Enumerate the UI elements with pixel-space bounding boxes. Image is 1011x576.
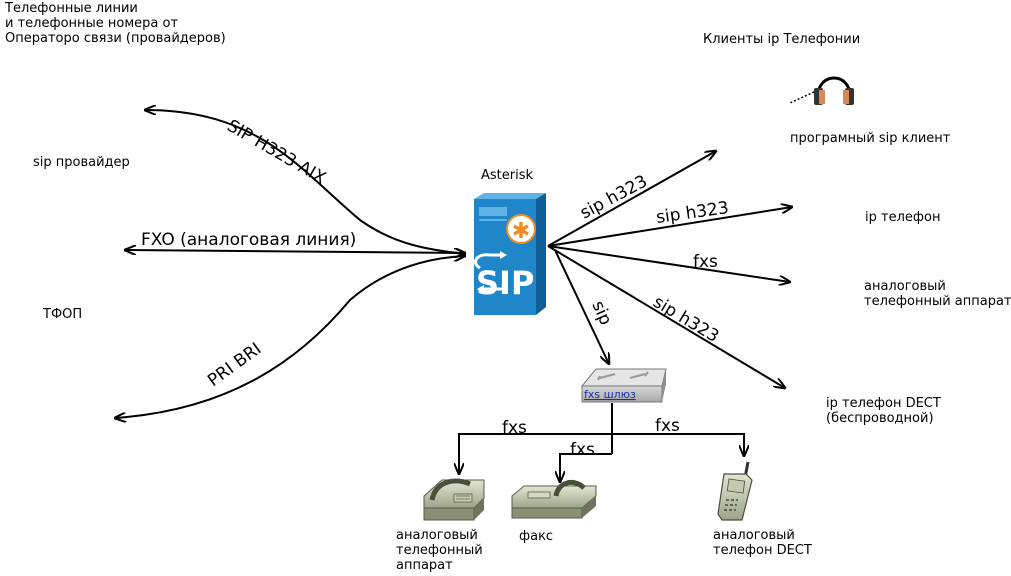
label-fxo: FXO (аналоговая линия) [141,230,356,250]
label-pri-bri: PRI BRI [204,339,265,391]
analog-phone-bottom-label: аналоговый телефонный аппарат [396,528,483,573]
svg-text:✱: ✱ [512,219,530,244]
dect-ip-label: ip телефон DECT (беспроводной) [826,396,941,426]
link-fxs-right [612,433,744,456]
analog-phone-icon [423,478,485,521]
link-pstn-fxo [125,250,465,253]
analog-phone-right-label: аналоговый телефонный аппарат [864,279,1011,309]
label-sip-h323-aix: SIP H323 AIX [224,116,330,189]
link-fxs-mid [560,453,612,482]
link-ip-phone [547,207,792,247]
link-dect [547,245,785,388]
headset-icon [789,76,854,105]
providers-header: Телефонные линии и телефонные номера от … [5,1,226,46]
softphone-label: програмный sip клиент [790,131,951,146]
label-softphone-link: sip h323 [577,171,651,223]
dect-handset-icon [717,461,753,521]
fxs-gateway-icon[interactable]: fxs шлюз [580,368,667,403]
link-analog [547,245,790,282]
pstn-label: ТФОП [43,307,83,322]
link-gateway [554,249,609,364]
asterisk-server-icon: ✱ SIP [474,193,546,315]
label-gateway-link: sip [587,298,615,328]
fax-icon [511,479,597,519]
link-fxs-left [459,433,612,474]
svg-text:SIP: SIP [476,264,534,302]
label-fxs-mid: fxs [570,440,595,460]
gateway-label[interactable]: fxs шлюз [584,388,636,401]
analog-dect-label: аналоговый телефон DECT [713,528,812,558]
clients-header: Клиенты ip Телефонии [703,32,861,47]
asterisk-label: Asterisk [481,168,534,183]
label-analog-link: fxs [693,252,718,272]
link-softphone [547,151,716,247]
label-fxs-left: fxs [502,418,527,438]
label-fxs-right: fxs [655,416,680,436]
ip-phone-label: ip телефон [865,210,941,225]
label-dect-link: sip h323 [649,292,722,347]
fax-label: факс [519,529,554,544]
link-pri-bri [115,256,465,418]
sip-provider-label: sip провайдер [33,155,130,170]
